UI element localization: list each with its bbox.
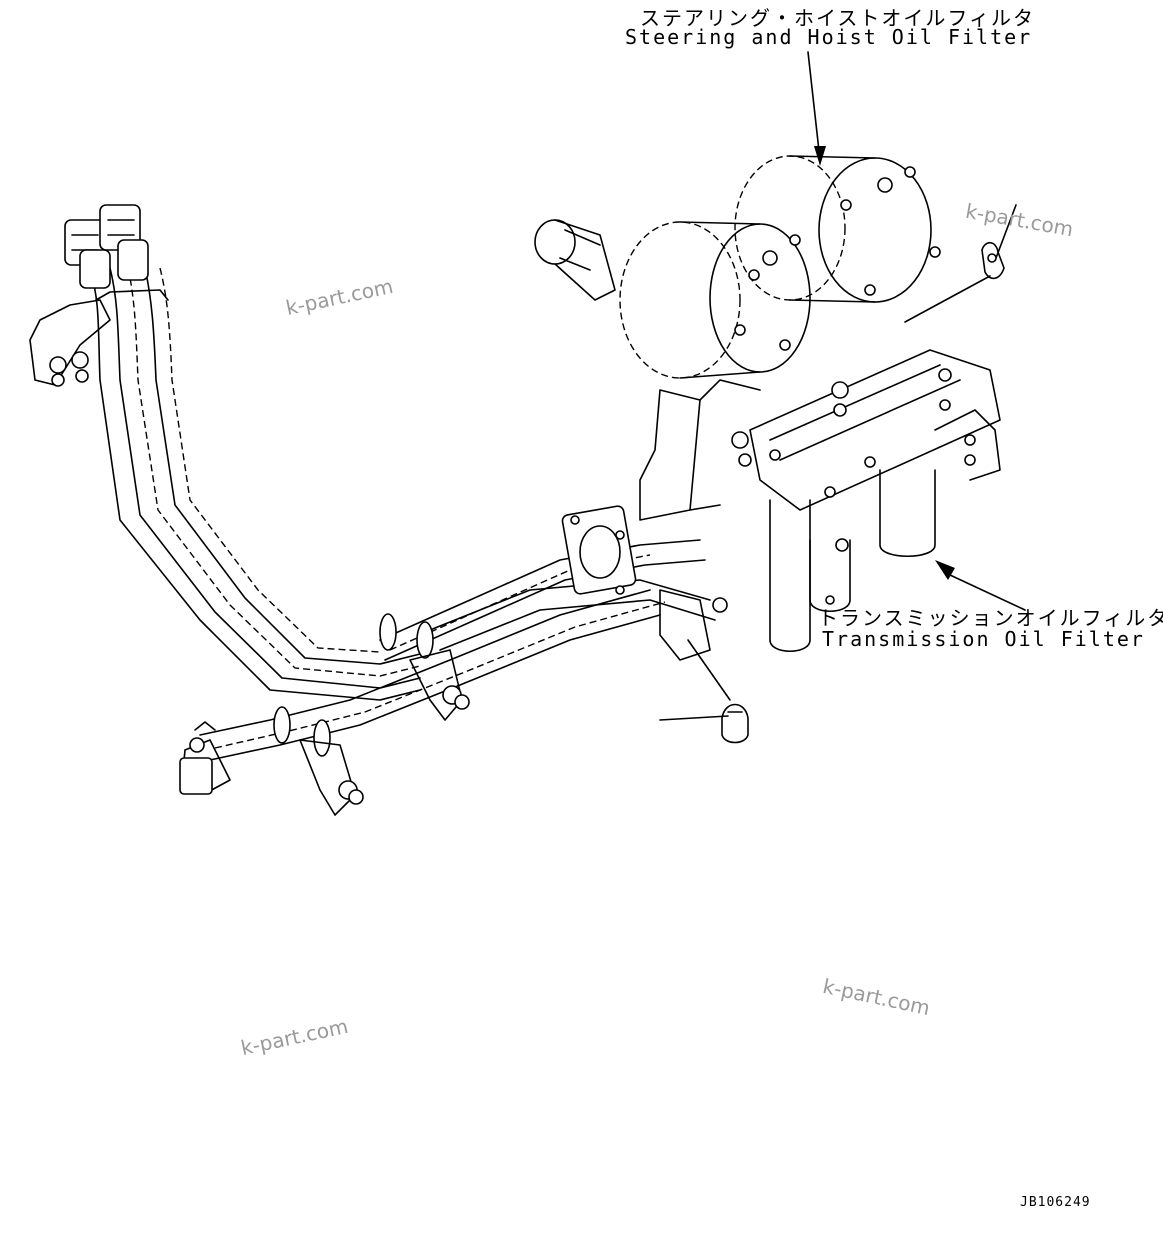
transmission-filter-label-en: Transmission Oil Filter	[822, 627, 1145, 651]
manifold-block	[749, 349, 1001, 511]
sensor-clip	[981, 241, 1005, 280]
steering-hoist-filter-body	[534, 155, 1001, 661]
drain-fitting	[721, 703, 749, 744]
drawing-code: JB106249	[1020, 1195, 1091, 1210]
left-hose-assembly	[29, 204, 421, 701]
steering-filter-label-en: Steering and Hoist Oil Filter	[625, 25, 1033, 49]
filter-canister-rear	[818, 157, 932, 303]
transmission-filter-label-jp: トランスミッションオイルフィルタ	[818, 606, 1163, 630]
filter-canister-front	[709, 223, 811, 373]
steering-filter-label-jp: ステアリング・ホイストオイルフィルタ	[640, 6, 1035, 30]
end-plug	[179, 757, 213, 795]
transmission-filter-body	[769, 409, 1001, 652]
